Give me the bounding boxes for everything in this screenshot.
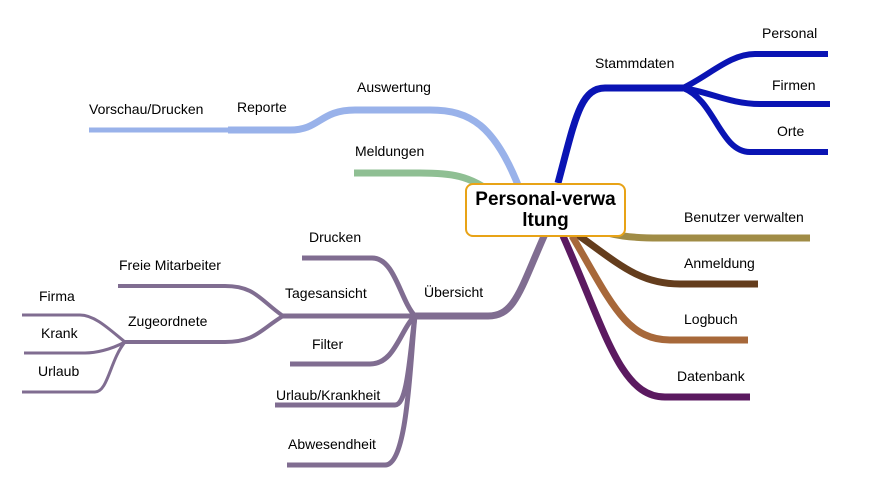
connector-auswertung [228, 106, 524, 192]
connector-zugeordnete [125, 314, 285, 344]
node-vorschau-drucken[interactable]: Vorschau/Drucken [89, 101, 204, 117]
node-abwesendheit[interactable]: Abwesendheit [288, 436, 376, 452]
connector-abwesend [287, 315, 418, 468]
connector-filter [290, 314, 417, 367]
node-freie-mitarbeiter[interactable]: Freie Mitarbeiter [119, 257, 221, 273]
node-filter[interactable]: Filter [312, 336, 344, 352]
node-urlaub-krankheit[interactable]: Urlaub/Krankheit [276, 387, 381, 403]
node-zugeordnete[interactable]: Zugeordnete [128, 313, 208, 329]
node-firma[interactable]: Firma [39, 288, 75, 304]
node-stammdaten[interactable]: Stammdaten [595, 55, 675, 71]
node-orte[interactable]: Orte [777, 123, 805, 139]
node-uebersicht[interactable]: Übersicht [424, 284, 484, 300]
connector-anmeldung [575, 232, 758, 288]
central-topic[interactable]: Personal-verwa ltung [465, 183, 626, 237]
connector-orte [681, 85, 828, 155]
connector-drucken [302, 255, 417, 318]
connector-firma [22, 313, 126, 344]
node-datenbank[interactable]: Datenbank [677, 368, 745, 384]
connector-personal [681, 51, 828, 91]
node-urlaub[interactable]: Urlaub [38, 363, 80, 379]
connector-krank [24, 340, 126, 355]
node-benutzer-verwalten[interactable]: Benutzer verwalten [684, 209, 804, 225]
connector-datenbank [559, 234, 750, 401]
node-logbuch[interactable]: Logbuch [684, 311, 738, 327]
connector-uebersicht [415, 232, 549, 320]
node-anmeldung[interactable]: Anmeldung [684, 255, 755, 271]
connector-stammdaten [554, 84, 683, 184]
connector-logbuch [568, 234, 748, 344]
node-drucken[interactable]: Drucken [309, 229, 362, 245]
central-topic-title: Personal-verwa ltung [475, 189, 616, 231]
connector-freie [118, 284, 285, 318]
node-meldungen[interactable]: Meldungen [355, 143, 425, 159]
node-tagesansicht[interactable]: Tagesansicht [285, 285, 367, 301]
node-personal[interactable]: Personal [762, 25, 818, 41]
node-reporte[interactable]: Reporte [237, 99, 287, 115]
connector-urlaub [22, 341, 127, 394]
node-auswertung[interactable]: Auswertung [357, 79, 431, 95]
node-krank[interactable]: Krank [41, 325, 78, 341]
node-firmen[interactable]: Firmen [772, 77, 816, 93]
